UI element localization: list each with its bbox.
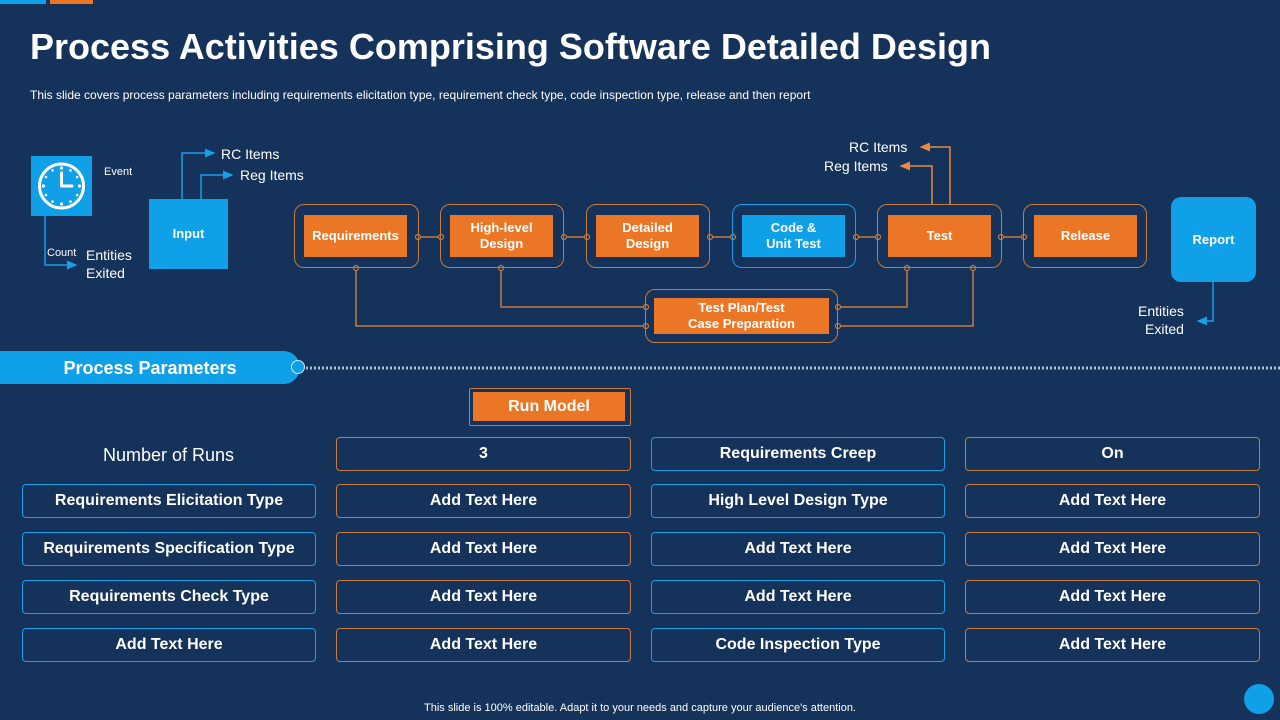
param-cell: Code Inspection Type <box>651 628 945 662</box>
param-cell: Requirements Creep <box>651 437 945 471</box>
param-cell: Add Text Here <box>651 580 945 614</box>
test-plan-frame <box>645 289 838 343</box>
param-cell: Add Text Here <box>965 628 1260 662</box>
stage-frame-high-level-design <box>440 204 564 268</box>
banner-end-dot <box>291 360 305 374</box>
stage-frame-release <box>1023 204 1147 268</box>
corner-dot <box>1244 684 1274 714</box>
run-model-frame <box>469 388 631 426</box>
entities-exited-left: Entities Exited <box>86 247 132 281</box>
rc-items-right: RC Items <box>849 139 908 155</box>
param-cell: On <box>965 437 1260 471</box>
report-box: Report <box>1171 197 1256 282</box>
param-cell: Add Text Here <box>336 532 631 566</box>
footer-note: This slide is 100% editable. Adapt it to… <box>424 702 856 714</box>
run-model-box: Run Model <box>473 392 625 421</box>
test-plan-box: Test Plan/Test Case Preparation <box>654 298 829 334</box>
accent-bar-blue <box>0 0 46 4</box>
param-cell: Requirements Elicitation Type <box>22 484 316 518</box>
stage-requirements: Requirements <box>304 215 407 257</box>
param-cell: 3 <box>336 437 631 471</box>
accent-bar-orange <box>50 0 93 4</box>
param-cell: Requirements Specification Type <box>22 532 316 566</box>
count-label: Count <box>47 247 77 259</box>
stage-frame-detailed-design <box>586 204 710 268</box>
param-cell: Add Text Here <box>336 628 631 662</box>
page-title: Process Activities Comprising Software D… <box>30 26 991 67</box>
input-box: Input <box>149 199 228 269</box>
event-tile <box>31 156 92 216</box>
param-cell: Add Text Here <box>651 532 945 566</box>
param-cell: Add Text Here <box>965 484 1260 518</box>
stage-release: Release <box>1034 215 1137 257</box>
stage-test: Test <box>888 215 991 257</box>
param-cell: Add Text Here <box>22 628 316 662</box>
param-cell: Add Text Here <box>336 580 631 614</box>
param-cell: Requirements Check Type <box>22 580 316 614</box>
process-parameters-banner: Process Parameters <box>0 351 300 384</box>
stage-high-level-design: High-level Design <box>450 215 553 257</box>
event-label: Event <box>104 166 133 178</box>
entities-exited-right: Entities Exited <box>1138 303 1184 337</box>
stage-frame-code-unit-test <box>732 204 856 268</box>
page-subtitle: This slide covers process parameters inc… <box>30 88 811 102</box>
process-parameters-title: Process Parameters <box>63 358 237 378</box>
stage-frame-test <box>877 204 1002 268</box>
reg-items-right: Reg Items <box>824 158 888 174</box>
param-cell: Add Text Here <box>336 484 631 518</box>
param-cell: Add Text Here <box>965 532 1260 566</box>
param-number-of-runs-label: Number of Runs <box>102 445 235 465</box>
stage-frame-requirements <box>294 204 419 268</box>
reg-items-left: Reg Items <box>240 167 304 183</box>
stage-code-unit-test: Code & Unit Test <box>742 215 845 257</box>
param-cell: High Level Design Type <box>651 484 945 518</box>
param-cell: Add Text Here <box>965 580 1260 614</box>
stage-detailed-design: Detailed Design <box>596 215 699 257</box>
rc-items-left: RC Items <box>221 146 280 162</box>
clock-icon <box>38 162 85 210</box>
